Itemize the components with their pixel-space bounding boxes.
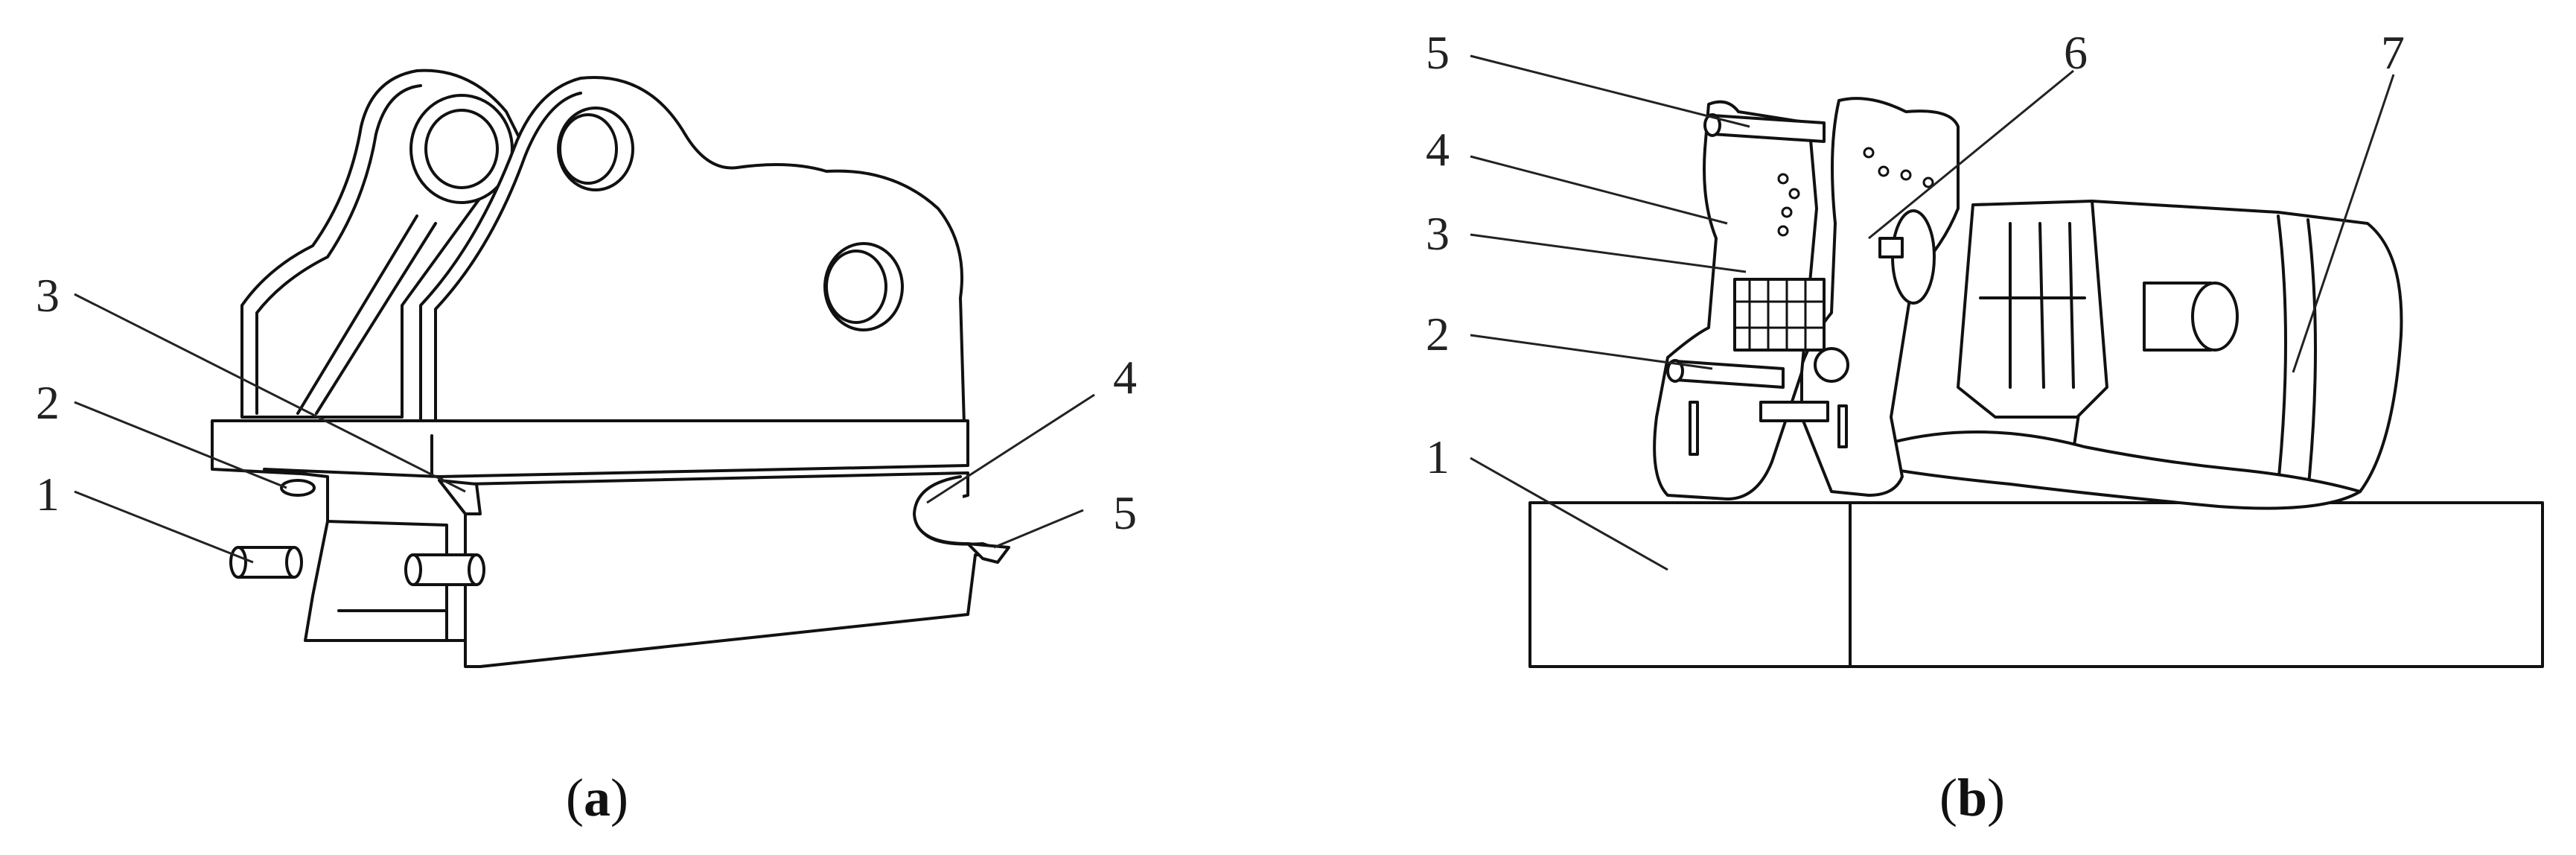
caption-a: (a) [566,768,628,827]
left-ear-inner [255,84,422,415]
locking-mechanism [1733,278,1829,422]
leader-a-1 [74,490,254,564]
leader-b-7 [2292,74,2395,373]
lower-left-inner [326,520,448,642]
leader-a-5 [993,509,1084,549]
bucket-front-edge [2277,214,2317,493]
caption-b: (b) [1939,768,2005,827]
upper-bore-inner [558,113,618,185]
hook-notch [913,475,969,545]
label-b-2: 2 [1426,308,1450,360]
linkage-detail [1979,222,2086,389]
upper-pin [1703,113,1826,143]
label-a-3: 3 [36,269,60,322]
bucket-cylinder-end [2191,282,2239,352]
front-plate-hook [1878,237,1904,258]
pin-right [404,553,485,586]
panel-b-drawing: 1 2 3 4 5 6 7 [1426,26,2544,668]
rear-plate-slot [1689,401,1699,456]
label-a-1: 1 [36,468,60,521]
left-ear-bore-inner [424,109,499,189]
boom-arm [1875,430,2362,510]
right-plate-inner [434,92,582,426]
caption-b-letter: b [1957,768,1987,827]
label-a-5: 5 [1113,486,1137,539]
pin-left [229,546,303,579]
panel-a-drawing: 1 2 3 4 5 [36,69,1137,668]
ground-block [1528,501,2544,668]
leader-b-5 [1470,54,1750,128]
label-a-4: 4 [1113,351,1137,404]
front-plate-slot-lower [1837,404,1848,448]
leader-b-4 [1470,155,1728,225]
leader-b-2 [1470,334,1713,370]
label-b-5: 5 [1426,26,1450,79]
leader-b-1 [1470,457,1668,571]
leader-b-3 [1470,233,1747,273]
linkage-frame [1957,200,2108,419]
label-b-1: 1 [1426,430,1450,483]
caption-a-letter: a [584,768,610,827]
label-a-2: 2 [36,376,60,429]
front-plate-bore [1814,347,1849,383]
leader-a-2 [74,401,287,489]
lower-bore-inner [825,249,887,324]
rivet-row [1777,147,1934,237]
label-b-7: 7 [2381,26,2405,79]
label-b-3: 3 [1426,207,1450,260]
label-b-4: 4 [1426,123,1450,176]
right-main-plate [419,76,966,433]
leader-a-4 [926,393,1095,504]
small-slot [280,479,316,497]
leader-b-6 [1868,69,2074,240]
block-3 [438,479,482,515]
leader-a-3 [74,293,466,493]
diagonal-rib [296,214,437,415]
label-b-6: 6 [2064,26,2088,79]
